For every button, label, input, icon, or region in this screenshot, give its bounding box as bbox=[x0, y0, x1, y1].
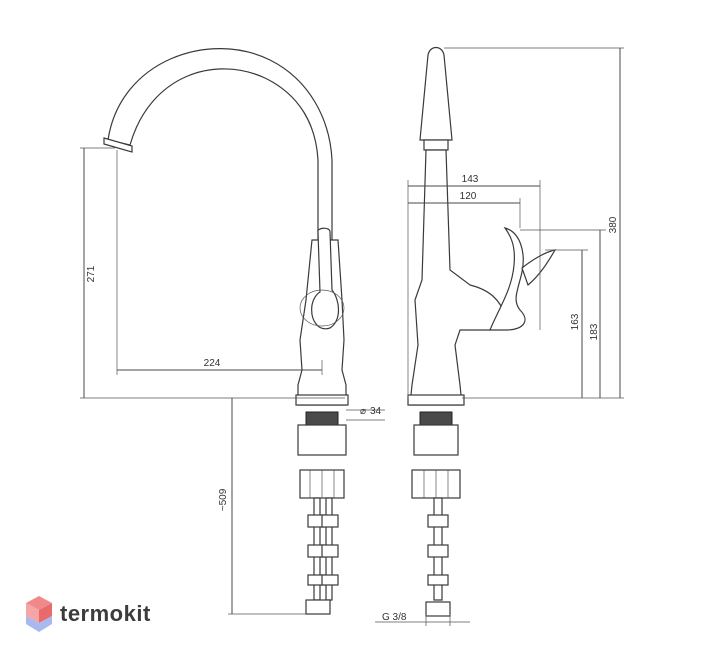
dim-total-height: 380 bbox=[608, 216, 619, 233]
side-hoses bbox=[425, 497, 451, 617]
dim-spout-height: 271 bbox=[86, 265, 97, 282]
front-lever bbox=[311, 227, 340, 330]
brand-name: termokit bbox=[60, 601, 151, 626]
logo-top-right bbox=[39, 603, 52, 623]
side-base bbox=[407, 394, 465, 406]
logo-lower bbox=[26, 616, 52, 632]
dim-handle-total: 143 bbox=[462, 174, 479, 185]
dim-handle-reach: 120 bbox=[460, 191, 477, 202]
dim-height-handle: 183 bbox=[589, 323, 600, 340]
logo-bottom-left bbox=[26, 603, 39, 623]
dim-diameter-symbol: ⌀ bbox=[360, 406, 366, 417]
dim-thread: G 3/8 bbox=[382, 612, 407, 623]
side-spout-ring bbox=[423, 139, 449, 151]
front-base bbox=[295, 394, 349, 406]
dim-diameter: 34 bbox=[370, 406, 382, 417]
spout-arc bbox=[107, 47, 333, 241]
side-handle-lever bbox=[521, 249, 557, 287]
front-nut bbox=[297, 424, 347, 456]
side-shank bbox=[419, 411, 453, 426]
dim-handle-height: 163 bbox=[570, 313, 581, 330]
dim-reach: 224 bbox=[204, 358, 221, 369]
side-dimensions: 143 120 163 183 380 G 3/8 bbox=[375, 47, 624, 626]
spout-tip bbox=[103, 137, 133, 153]
side-spout-top bbox=[419, 46, 453, 141]
front-dimensions: 271 224 ⌀ 34 ~509 bbox=[80, 147, 385, 615]
dim-hose-length: ~509 bbox=[218, 488, 229, 511]
front-view bbox=[103, 47, 349, 615]
front-lever-base bbox=[299, 289, 345, 327]
front-shank bbox=[305, 411, 339, 426]
termokit-logo-icon bbox=[26, 596, 52, 632]
side-column bbox=[409, 149, 506, 406]
side-nut bbox=[413, 424, 459, 456]
side-view bbox=[407, 46, 557, 617]
front-hoses bbox=[305, 497, 339, 615]
